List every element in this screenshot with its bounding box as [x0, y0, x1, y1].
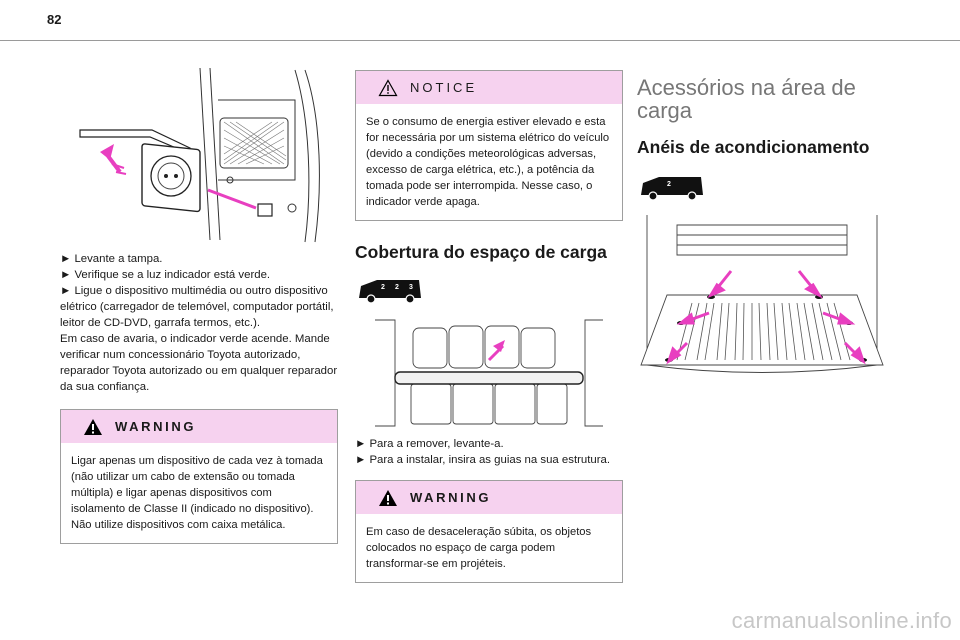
ring-arrows-icon: [666, 270, 866, 365]
van-icon: 2 2 3: [359, 280, 421, 304]
page-number: 82: [47, 12, 62, 27]
pointer-arrow-icon: [207, 188, 257, 210]
warning-header: WARNING: [61, 410, 337, 443]
cover-step-2: ► Para a instalar, insira as guias na su…: [355, 454, 611, 466]
rings-heading: Anéis de acondicionamento: [637, 137, 870, 157]
van-icon: 2: [641, 177, 703, 201]
fault-note: Em caso de avaria, o indicador verde ace…: [60, 333, 338, 393]
cargo-cover-heading: Cobertura do espaço de carga: [355, 242, 607, 262]
notice-body: Se o consumo de energia estiver elevado …: [366, 116, 610, 208]
cover-step-1: ► Para a remover, levante-a.: [355, 438, 504, 450]
watermark: carmanualsonline.info: [731, 608, 952, 633]
van-badge-3: 3: [409, 284, 413, 291]
warning-line-2: Não utilize dispositivos com caixa metál…: [71, 519, 286, 531]
warning-title: WARNING: [115, 419, 197, 434]
step-3: ► Ligue o dispositivo multimédia ou outr…: [60, 285, 334, 329]
cargo-cover-illustration: [355, 316, 623, 428]
van-badge-2: 2: [395, 284, 399, 291]
notice-box: NOTICE Se o consumo de energia estiver e…: [355, 70, 623, 221]
notice-header: NOTICE: [356, 71, 622, 104]
section-title: Acessórios na área de carga: [637, 75, 856, 123]
warning-header-2: WARNING: [356, 481, 622, 514]
cargo-floor-diagram: [640, 215, 884, 373]
header-divider: [0, 40, 960, 41]
warning-title-2: WARNING: [410, 490, 492, 505]
column-2: NOTICE Se o consumo de energia estiver e…: [355, 70, 623, 583]
van-badge: 2: [667, 181, 671, 188]
up-arrow-icon: [100, 144, 114, 160]
column-3: Acessórios na área de carga Anéis de aco…: [637, 76, 907, 375]
cargo-cover-diagram: [375, 319, 603, 427]
warning-body: Ligar apenas um dispositivo de cada vez …: [61, 443, 337, 543]
column-1: ► Levante a tampa. ► Verifique se a luz …: [60, 60, 338, 544]
cargo-floor-illustration: [637, 215, 907, 375]
warning-body-2: Em caso de desaceleração súbita, os obje…: [366, 526, 592, 570]
socket-diagram: [79, 67, 320, 243]
warning-icon: [84, 418, 102, 435]
step-1: ► Levante a tampa.: [60, 253, 163, 265]
socket-illustration: [60, 60, 338, 245]
notice-title: NOTICE: [410, 80, 478, 95]
warning-line-1: Ligar apenas um dispositivo de cada vez …: [71, 455, 323, 515]
step-2: ► Verifique se a luz indicador está verd…: [60, 269, 271, 281]
warning-icon: [379, 489, 397, 506]
van-badge-1: 2: [381, 284, 385, 291]
cover-steps: ► Para a remover, levante-a. ► Para a in…: [355, 436, 623, 468]
warning-box-socket: WARNING Ligar apenas um dispositivo de c…: [60, 409, 338, 544]
notice-icon: [378, 78, 398, 96]
warning-box-cargo: WARNING Em caso de desaceleração súbita,…: [355, 480, 623, 583]
usage-steps: ► Levante a tampa. ► Verifique se a luz …: [60, 251, 338, 395]
